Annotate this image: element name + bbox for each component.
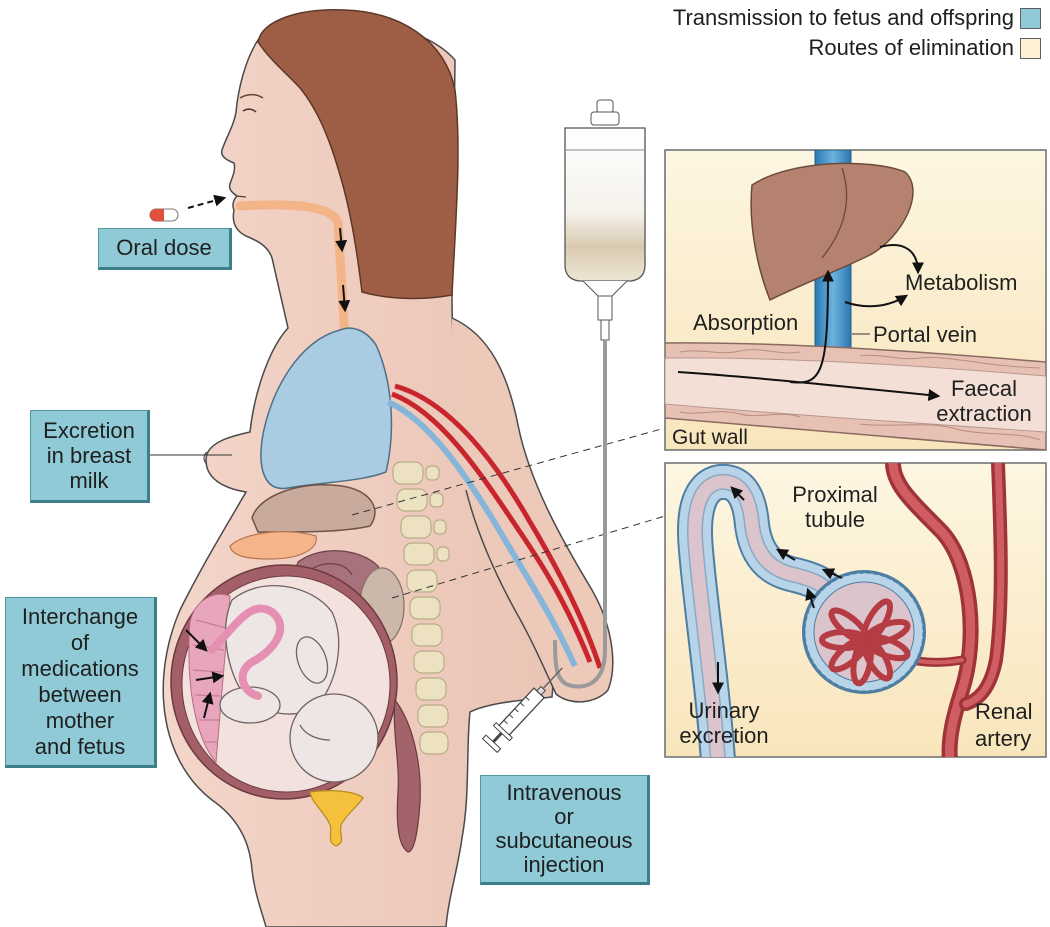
proximal-tubule-line-1: Proximal — [792, 482, 878, 507]
gut-wall-label: Gut wall — [672, 426, 748, 449]
kidney-panel — [664, 462, 1047, 758]
interchange-line-5: mother — [45, 707, 115, 733]
urinary-excretion-label: Urinary excretion — [664, 698, 784, 748]
spine — [392, 461, 450, 755]
renal-artery-label: Renal artery — [975, 698, 1032, 752]
interchange-arrow-3 — [201, 691, 214, 719]
metabolism-label: Metabolism — [905, 270, 1018, 295]
faecal-arrow — [677, 371, 941, 401]
proximal-tubule — [677, 463, 850, 757]
breast-milk-line-1: Excretion — [43, 418, 135, 443]
legend-transmission-label: Transmission to fetus and offspring — [672, 5, 1014, 30]
faecal-extraction-line-2: extraction — [936, 401, 1032, 426]
metabolism-arrow-upper — [879, 244, 924, 275]
injection-line-3: subcutaneous — [495, 828, 633, 853]
faecal-extraction-line-1: Faecal — [950, 376, 1018, 401]
hair — [257, 9, 459, 300]
artery-upper — [394, 383, 603, 669]
portal-vein-label: Portal vein — [873, 322, 977, 347]
oral-dose-arrow — [187, 194, 227, 209]
interchange-arrow-1 — [185, 629, 208, 652]
metabolism-arrow-lower — [844, 294, 909, 308]
renal-artery-line-2: artery — [975, 726, 1032, 751]
artery-lower — [391, 391, 593, 663]
breast-milk-label: Excretion in breast milk — [30, 410, 150, 503]
umbilical-cord — [208, 604, 285, 700]
interchange-line-1: Interchange — [21, 603, 139, 629]
urinary-excretion-line-1: Urinary — [688, 698, 760, 723]
injection-label: Intravenous or subcutaneous injection — [480, 775, 650, 885]
injection-line-4: injection — [523, 852, 605, 877]
tubule-arrow-3 — [821, 568, 843, 580]
eyebrow — [239, 93, 264, 99]
breast-milk-line-2: in breast — [46, 443, 132, 468]
tubule-arrow-4 — [805, 587, 817, 609]
tubule-arrow-2 — [775, 548, 796, 561]
injection-line-1: Intravenous — [506, 780, 622, 805]
stomach — [229, 531, 317, 560]
pill-icon — [149, 208, 179, 222]
legend-elimination-label: Routes of elimination — [808, 35, 1014, 60]
proximal-tubule-label: Proximal tubule — [775, 482, 895, 532]
nipple — [203, 451, 208, 465]
fetus — [219, 585, 379, 783]
iv-bag-icon — [564, 99, 646, 341]
liver-panel — [664, 149, 1047, 451]
panel-liver — [750, 162, 914, 302]
legend-elimination-swatch — [1020, 38, 1041, 59]
iv-tube — [553, 340, 607, 689]
urinary-excretion-line-2: excretion — [679, 723, 769, 748]
interchange-arrow-2 — [195, 671, 225, 684]
interchange-line-4: between — [38, 681, 122, 707]
esophagus-arrow-lower — [338, 284, 351, 313]
renal-artery-line-1: Renal — [975, 699, 1033, 724]
oral-dose-text: Oral dose — [116, 235, 212, 260]
arm-outline — [451, 317, 614, 703]
glomerulus — [802, 570, 926, 694]
vein-arm — [386, 399, 578, 668]
eye — [242, 108, 257, 113]
interchange-line-6: and fetus — [34, 733, 126, 759]
faecal-extraction-label: Faecal extraction — [928, 376, 1040, 426]
proximal-tubule-line-2: tubule — [805, 507, 865, 532]
liver — [251, 484, 376, 533]
injection-line-2: or — [554, 804, 574, 829]
absorption-arrow — [789, 269, 834, 384]
interchange-line-2: of — [70, 629, 90, 655]
legend-transmission-swatch — [1020, 8, 1041, 29]
rectum — [393, 698, 421, 853]
liver-callout-line — [351, 427, 666, 516]
absorption-label: Absorption — [693, 310, 799, 335]
bladder — [309, 790, 364, 847]
esophagus — [235, 200, 350, 345]
interchange-line-3: medications — [21, 655, 139, 681]
syringe-icon — [481, 667, 563, 754]
tubule-arrow-1 — [730, 486, 745, 501]
breast-milk-line-3: milk — [69, 468, 109, 493]
interchange-label: Interchange of medications between mothe… — [5, 597, 157, 768]
esophagus-arrow-upper — [335, 227, 348, 253]
oral-dose-label: Oral dose — [98, 228, 232, 270]
lungs — [260, 327, 393, 490]
mouth-line — [235, 195, 247, 198]
